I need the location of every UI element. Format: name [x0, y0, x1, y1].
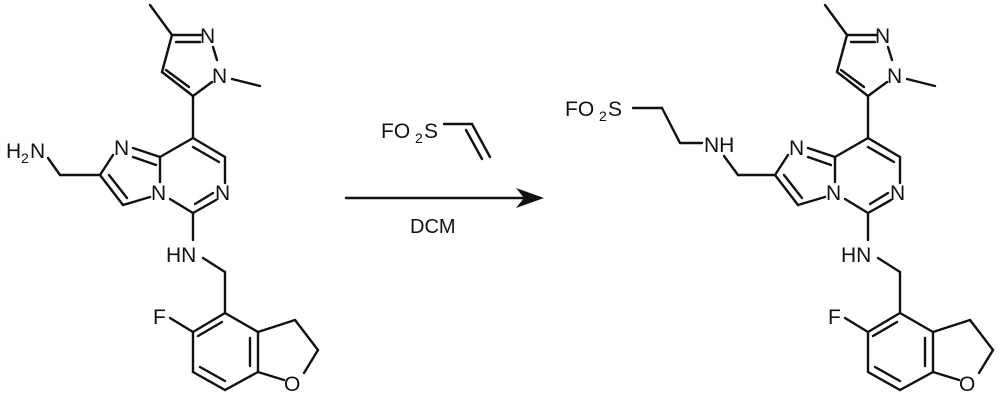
reactant-molecule: N N N N N H 2 N HN F O — [6, 3, 320, 396]
furan-o-label: O — [284, 373, 300, 396]
reagent-subscript: 2 — [415, 130, 423, 146]
pyrimidine-n-label: N — [215, 182, 230, 205]
anilino-nh-label: HN — [166, 244, 196, 267]
bridge-n-label: N — [151, 182, 166, 205]
pyrazole-n2-label: N — [200, 25, 215, 48]
arrow-head-icon — [516, 188, 544, 208]
product-bridge-n-label: N — [826, 182, 841, 205]
product-imidazole-n-label: N — [789, 137, 804, 160]
product-molecule: N N N N N NH FO 2 S HN F O — [565, 3, 995, 396]
reagent-s-label: S — [424, 120, 438, 143]
product-anilino-nh-label: HN — [841, 244, 871, 267]
product-sulfonyl-fo-label: FO — [565, 98, 594, 121]
product-pyrazole-n1-label: N — [887, 65, 902, 88]
reagent-fo-label: FO — [381, 120, 410, 143]
fluoro-label: F — [153, 306, 166, 329]
product-sulfonyl-s-label: S — [608, 98, 622, 121]
imidazole-n-label: N — [114, 137, 129, 160]
product-fluoro-label: F — [828, 306, 841, 329]
amine-subscript: 2 — [21, 150, 29, 166]
product-pyrazole-n2-label: N — [875, 25, 890, 48]
solvent-label: DCM — [410, 216, 456, 238]
amine-h-label: H — [6, 140, 21, 163]
pyrazole-n1-label: N — [212, 65, 227, 88]
product-furan-o-label: O — [959, 373, 975, 396]
product-sulfonyl-subscript: 2 — [599, 108, 607, 124]
reaction-conditions: FO 2 S DCM — [344, 120, 544, 238]
product-pyrimidine-n-label: N — [890, 182, 905, 205]
amine-n-label: N — [30, 140, 45, 163]
product-linker-nh-label: NH — [704, 134, 734, 157]
